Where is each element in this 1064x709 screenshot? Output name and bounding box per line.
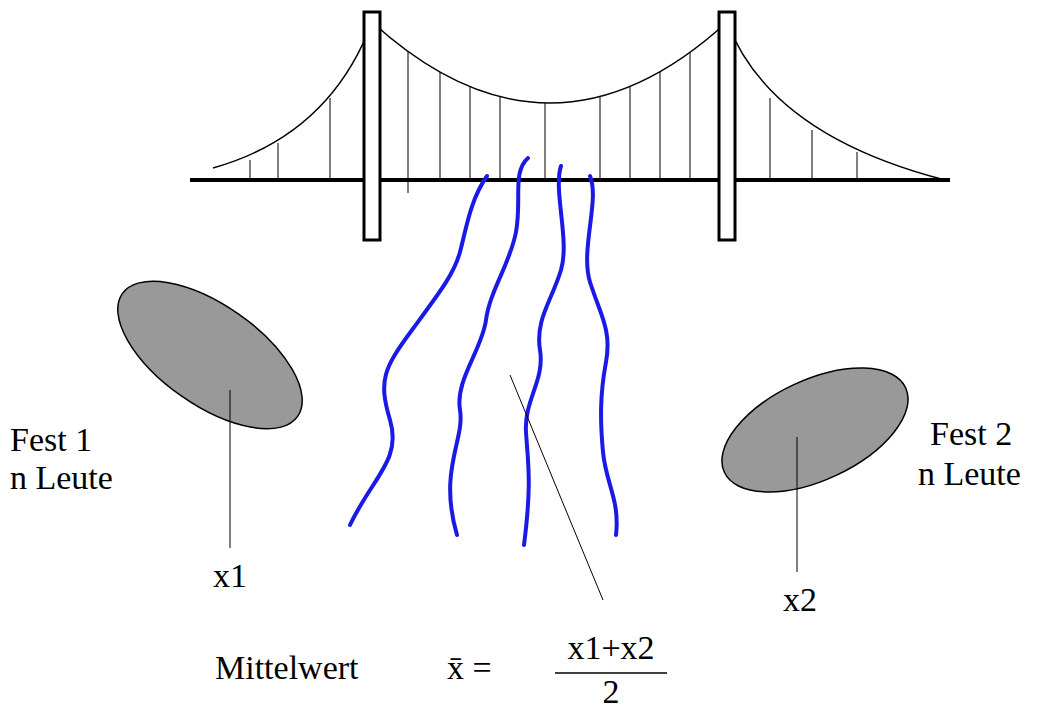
hanger	[250, 160, 251, 180]
river-line	[524, 166, 564, 545]
variable-label: x1	[213, 556, 247, 596]
bridge-tower	[719, 12, 735, 240]
leader-line	[230, 390, 231, 548]
hanger	[812, 130, 813, 180]
variable-label: x2	[783, 580, 817, 620]
leader-lines	[230, 375, 797, 600]
group-name: Fest 2	[930, 414, 1012, 454]
formula-caption: Mittelwert	[215, 648, 359, 688]
cable	[727, 22, 945, 180]
cable	[372, 22, 727, 103]
bridge-tower	[364, 12, 380, 240]
leader-line	[797, 437, 798, 572]
group-size: n Leute	[10, 458, 113, 498]
hanger	[857, 152, 858, 180]
festival-area	[94, 253, 327, 458]
bridge-cables	[213, 22, 945, 180]
hanger	[440, 72, 441, 180]
river-line	[587, 176, 617, 535]
group-size: n Leute	[918, 454, 1021, 494]
bridge-deck	[190, 178, 950, 182]
festival-area	[703, 342, 927, 517]
formula-denominator: 2	[603, 672, 620, 709]
hanger	[630, 87, 631, 180]
bridge-hangers	[250, 52, 857, 193]
cable	[213, 22, 372, 168]
formula-term: x̄ =	[447, 648, 492, 688]
hanger	[278, 143, 279, 180]
hanger	[545, 103, 546, 180]
hanger	[500, 97, 501, 180]
hanger	[408, 52, 409, 193]
hanger	[330, 98, 331, 180]
formula-numerator: x1+x2	[567, 628, 654, 668]
hanger	[770, 98, 771, 180]
river-line	[450, 158, 528, 535]
hanger	[660, 72, 661, 180]
hanger	[470, 87, 471, 180]
river-lines	[350, 158, 617, 545]
hanger	[690, 53, 691, 180]
group-name: Fest 1	[10, 420, 92, 460]
hanger	[600, 97, 601, 180]
leader-line	[510, 375, 603, 600]
river-line	[350, 176, 487, 525]
